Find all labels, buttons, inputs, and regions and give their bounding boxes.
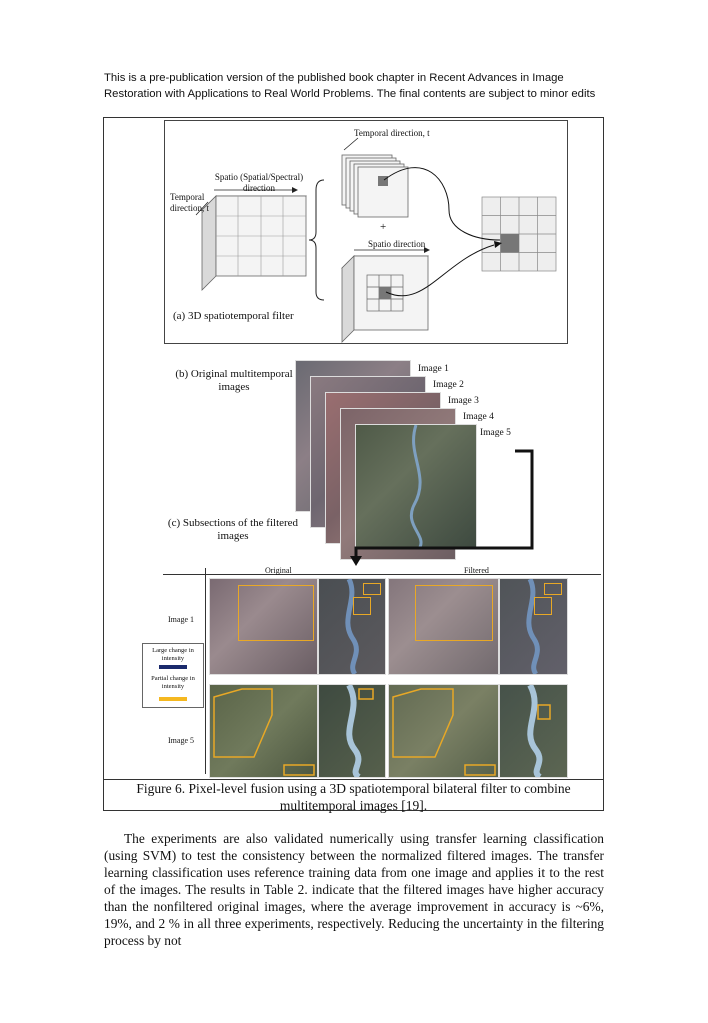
image1-original-right [318, 578, 386, 675]
spatio-direction-label: Spatio direction [368, 239, 426, 249]
page-header: This is a pre-publication version of the… [104, 72, 596, 100]
legend-large-label: Large change in intensity [152, 647, 194, 662]
grid-top-rule [163, 574, 601, 575]
image-label-2: Image 2 [433, 380, 464, 390]
image-label-3: Image 3 [448, 396, 479, 406]
figure-caption: Figure 6. Pixel-level fusion using a 3D … [136, 781, 571, 813]
highlight-region [544, 583, 562, 595]
spatio-label: Spatio (Spatial/Spectral) direction [214, 172, 304, 193]
image-label-4: Image 4 [463, 412, 494, 422]
column-filtered: Filtered [464, 566, 489, 575]
image1-original-left [209, 578, 318, 675]
highlight-region [238, 585, 314, 641]
column-original: Original [265, 566, 292, 575]
row-label-image5: Image 5 [168, 736, 194, 745]
image5-filtered-left [388, 684, 499, 778]
river-overlay [527, 685, 551, 777]
panel-c-caption: (c) Subsections of the filtered images [167, 517, 299, 542]
satellite-image-5 [355, 424, 477, 548]
image1-filtered-left [388, 578, 499, 675]
figure-frame [103, 117, 604, 811]
plus-sign: + [380, 221, 387, 233]
river-overlay [345, 579, 359, 674]
river-overlay [346, 685, 374, 777]
highlight-region [353, 597, 371, 615]
connector-arrow [350, 449, 534, 566]
grid-left-rule [205, 568, 206, 774]
legend-box: Large change in intensity Partial change… [142, 643, 204, 708]
legend-large-swatch [159, 665, 187, 669]
highlight-region [363, 583, 381, 595]
spatiotemporal-cube [201, 195, 307, 291]
panel-a-caption: (a) 3D spatiotemporal filter [173, 310, 294, 322]
image-label-5: Image 5 [480, 428, 511, 438]
image-label-1: Image 1 [418, 364, 449, 374]
body-paragraph: The experiments are also validated numer… [104, 830, 604, 949]
image1-filtered-right [499, 578, 568, 675]
highlight-region [534, 597, 552, 615]
panel-b-caption: (b) Original multitemporal images [175, 368, 293, 393]
panel-a-diagram [195, 137, 557, 343]
image5-original-right [318, 684, 386, 778]
body-text: The experiments are also validated numer… [104, 831, 604, 948]
highlight-region [415, 585, 493, 641]
caption-divider [103, 779, 604, 780]
temporal-label-left: Temporal direction, t [170, 192, 209, 213]
river-overlay [526, 579, 540, 674]
temporal-label-top: Temporal direction, t [354, 128, 430, 138]
image5-filtered-right [499, 684, 568, 778]
legend-partial-label: Partial change in intensity [151, 675, 195, 690]
highlight-polygon [213, 688, 315, 776]
river-overlay [410, 425, 423, 547]
row-label-image1: Image 1 [168, 615, 194, 624]
image5-original-left [209, 684, 318, 778]
legend-partial-swatch [159, 697, 187, 701]
highlight-polygon [392, 688, 496, 776]
